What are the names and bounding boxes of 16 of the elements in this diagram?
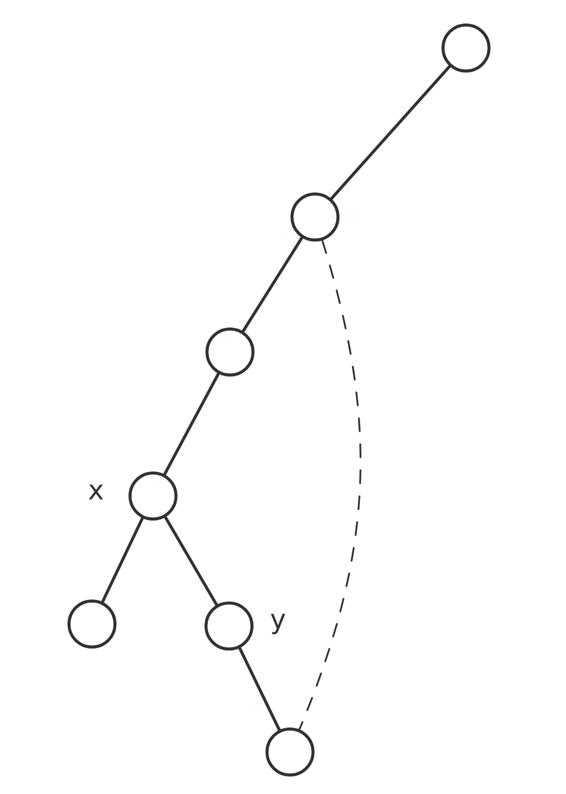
connector-line [163,372,220,476]
connector-line [330,64,452,200]
node-label: x [88,484,104,500]
connector-line [242,236,304,333]
dashed-curve [298,239,362,730]
node-circle [204,602,254,650]
node-label: y [270,614,286,634]
connector-line [101,516,144,604]
node-circle [206,328,254,376]
node-circle [266,728,314,776]
node-circle [68,600,116,648]
connector-line [238,646,281,732]
connector-line [164,516,218,606]
node-circle [442,24,490,72]
node-circle [128,472,178,520]
node-circle [290,192,340,242]
